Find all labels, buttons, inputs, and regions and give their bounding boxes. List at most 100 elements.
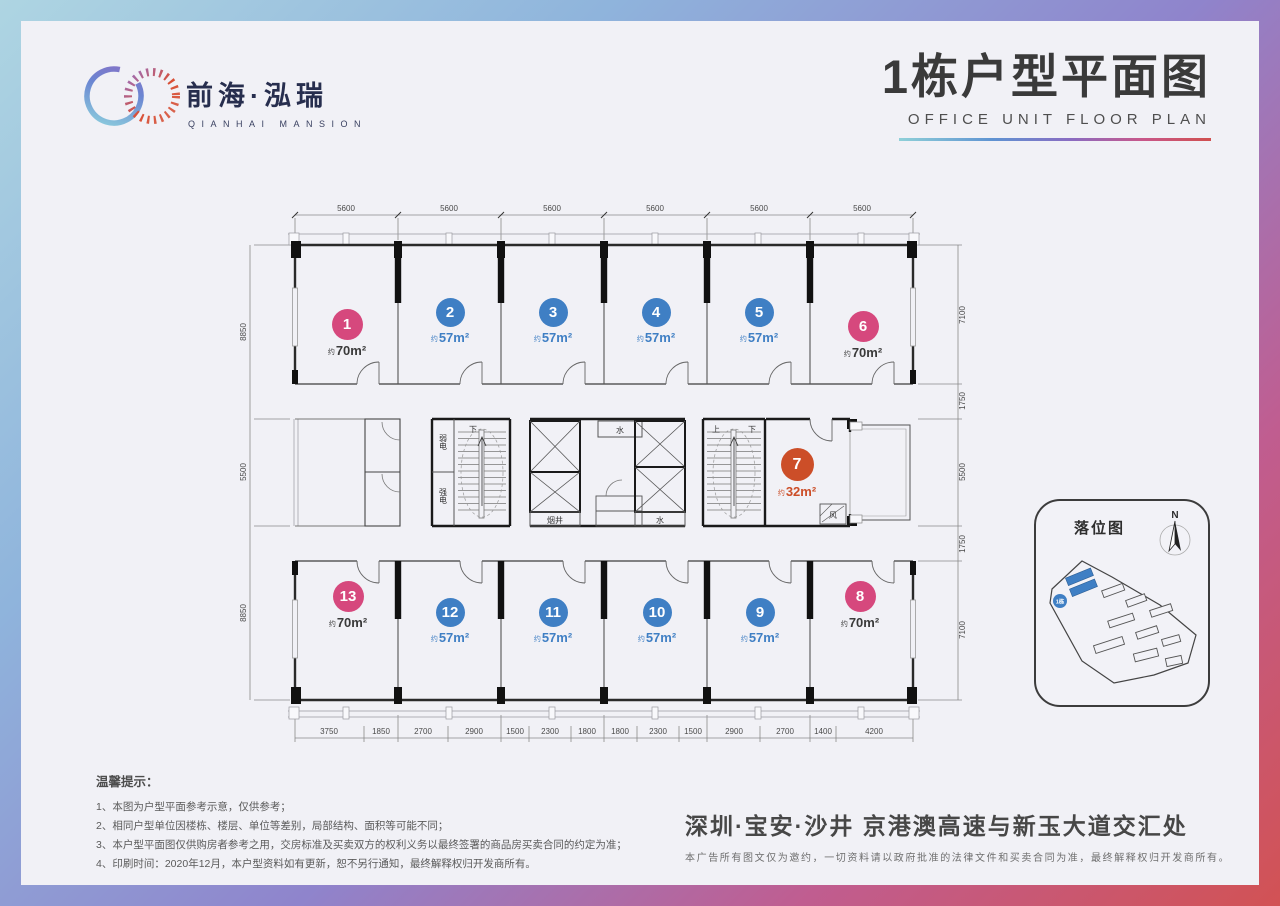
- dimension-labels: 5600 5600 5600 5600 5600 5600 3750 1850 …: [239, 204, 967, 736]
- dim-right-3: 5500: [958, 463, 967, 481]
- area-value: 57m²: [438, 630, 470, 645]
- site-other-buildings: [1092, 582, 1184, 668]
- dim-bot-3: 2700: [414, 727, 432, 736]
- dim-bot-11: 2900: [725, 727, 743, 736]
- unit-13-badge: 13: [332, 581, 364, 612]
- unit-label-8: 8 约70m²: [818, 581, 902, 630]
- doors-layer: [356, 361, 895, 584]
- area-value: 70m²: [336, 615, 368, 630]
- elevator-bank-2: [634, 420, 686, 527]
- area-value: 70m²: [851, 345, 883, 360]
- dim-bot-5: 1500: [506, 727, 524, 736]
- approx-prefix: 约: [637, 636, 645, 643]
- unit-1-area: 约70m²: [305, 343, 389, 358]
- unit-7-badge: 7: [780, 448, 814, 481]
- restrooms: [364, 418, 401, 527]
- dim-bot-12: 2700: [776, 727, 794, 736]
- area-value: 70m²: [335, 343, 367, 358]
- brand-name-en: QIANHAI MANSION: [188, 119, 367, 129]
- unit-label-2: 2 约57m²: [408, 298, 492, 345]
- unit-5-area: 约57m²: [717, 330, 801, 345]
- dim-bot-1: 3750: [320, 727, 338, 736]
- dim-right-4: 1750: [958, 535, 967, 553]
- air-shaft: [819, 503, 847, 525]
- unit-4-badge: 4: [641, 298, 671, 327]
- approx-prefix: 约: [740, 636, 748, 643]
- footer-block: 深圳·宝安·沙井 京港澳高速与新玉大道交汇处 本广告所有图文仅为邀约，一切资料请…: [685, 807, 1230, 864]
- stair2-down-label: 下: [748, 425, 756, 434]
- dim-bot-10: 1500: [684, 727, 702, 736]
- core-walls: [430, 417, 852, 528]
- unit-label-4: 4 约57m²: [614, 298, 698, 345]
- area-value: 57m²: [541, 330, 573, 345]
- dim-bot-2: 1850: [372, 727, 390, 736]
- unit-2-badge: 2: [435, 298, 465, 327]
- unit-label-5: 5 约57m²: [717, 298, 801, 345]
- unit-1-badge: 1: [331, 309, 363, 340]
- strong-electric-label: 强电: [439, 488, 448, 504]
- stair2-up-label: 上: [712, 425, 720, 434]
- unit-label-7: 7 约32m²: [755, 448, 839, 499]
- unit-4-area: 约57m²: [614, 330, 698, 345]
- unit-label-13: 13 约70m²: [306, 581, 390, 630]
- water-label-bottom: 水: [656, 515, 664, 525]
- unit-label-9: 9 约57m²: [718, 598, 802, 645]
- site-building-1: [1065, 567, 1098, 597]
- floor-plan-svg: 5600 5600 5600 5600 5600 5600 3750 1850 …: [239, 204, 967, 742]
- unit-11-area: 约57m²: [511, 630, 595, 645]
- unit-6-area: 约70m²: [821, 345, 905, 360]
- brand-logo: 前海·泓瑞 QIANHAI MANSION: [76, 51, 406, 141]
- building-1-marker-label: 1栋: [1056, 598, 1065, 606]
- unit-3-badge: 3: [538, 298, 568, 327]
- page-title: 1栋户型平面图: [881, 50, 1211, 103]
- weak-electric-label: 弱电: [439, 434, 448, 450]
- dim-right-1: 7100: [958, 306, 967, 324]
- area-value: 57m²: [747, 330, 779, 345]
- approx-prefix: 约: [533, 636, 541, 643]
- unit-13-area: 约70m²: [306, 615, 390, 630]
- dim-left-1: 8850: [239, 323, 248, 341]
- footer-disclaimer: 本广告所有图文仅为邀约，一切资料请以政府批准的法律文件和买卖合同为准，最终解释权…: [685, 853, 1231, 864]
- building-1-marker: [1053, 594, 1067, 608]
- unit-label-10: 10 约57m²: [615, 598, 699, 645]
- brand-name-cn: 前海·泓瑞: [186, 80, 328, 111]
- tips-line-4: 4、印刷时间：2020年12月，本户型资料如有更新，恕不另行通知，最终解释权归开…: [96, 858, 536, 870]
- unit-6-badge: 6: [847, 311, 879, 342]
- area-value: 32m²: [785, 484, 817, 499]
- floor-plan: 5600 5600 5600 5600 5600 5600 3750 1850 …: [210, 170, 1010, 770]
- unit-label-11: 11 约57m²: [511, 598, 595, 645]
- unit-8-area: 约70m²: [818, 615, 902, 630]
- air-shaft-label: 风: [829, 511, 837, 520]
- stair1-down-label: 下: [469, 425, 477, 434]
- unit-5-badge: 5: [744, 298, 774, 327]
- water-shaft-top: [597, 420, 643, 438]
- unit-8-badge: 8: [844, 581, 876, 612]
- dim-right-5: 7100: [958, 621, 967, 639]
- dim-bot-6: 2300: [541, 727, 559, 736]
- staircase-1: 下 弱电 强电: [432, 419, 506, 526]
- dim-right-2: 1750: [958, 392, 967, 410]
- dim-bot-7: 1800: [578, 727, 596, 736]
- dim-left-3: 8850: [239, 604, 248, 622]
- tips-line-1: 1、本图为户型平面参考示意，仅供参考；: [96, 801, 291, 813]
- columns-layer: [291, 241, 917, 704]
- dimensions-layer: [249, 211, 962, 742]
- content-area: 前海·泓瑞 QIANHAI MANSION 1栋户型平面图 OFFICE UNI…: [21, 21, 1259, 885]
- tips-title: 温馨提示：: [96, 775, 159, 789]
- approx-prefix: 约: [430, 336, 438, 343]
- unit-12-area: 约57m²: [408, 630, 492, 645]
- unit-2-area: 约57m²: [408, 330, 492, 345]
- approx-prefix: 约: [777, 490, 785, 497]
- dim-top-3: 5600: [543, 204, 561, 213]
- area-value: 57m²: [644, 330, 676, 345]
- dim-top-6: 5600: [853, 204, 871, 213]
- area-value: 57m²: [748, 630, 780, 645]
- dim-bot-8: 1800: [611, 727, 629, 736]
- dim-top-2: 5600: [440, 204, 458, 213]
- location-map-title: 落位图: [1074, 520, 1126, 537]
- tips-line-2: 2、相同户型单位因楼栋、楼层、单位等差别，局部结构、面积等可能不同；: [96, 820, 449, 832]
- page-header: 1栋户型平面图 OFFICE UNIT FLOOR PLAN: [651, 51, 1211, 141]
- unit-9-badge: 9: [745, 598, 775, 627]
- dim-top-1: 5600: [337, 204, 355, 213]
